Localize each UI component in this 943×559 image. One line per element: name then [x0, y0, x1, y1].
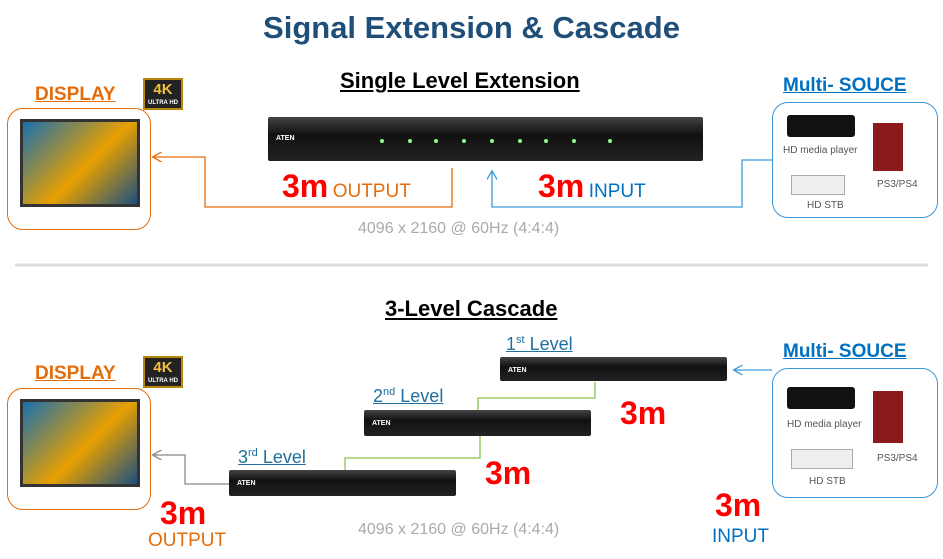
- switch-level-2: ATEN: [364, 410, 591, 436]
- tv-icon: [20, 119, 140, 207]
- media-player-icon: [787, 115, 855, 137]
- tv-icon: [20, 399, 140, 487]
- page-title: Signal Extension & Cascade: [263, 10, 680, 45]
- stb-label: HD STB: [809, 476, 846, 487]
- media-player-label: HD media player: [783, 145, 858, 156]
- level-1-label: 1st Level: [506, 334, 573, 354]
- single-display-box: [7, 108, 151, 230]
- cascade-output-cable: [154, 455, 230, 485]
- cascade-input-label: INPUT: [712, 526, 769, 547]
- single-display-label: DISPLAY: [35, 84, 116, 105]
- switch-level-3: ATEN: [229, 470, 456, 496]
- single-switch: ATEN: [268, 117, 703, 161]
- stb-label: HD STB: [807, 200, 844, 211]
- switch-level-1: ATEN: [500, 357, 727, 381]
- media-player-icon: [787, 387, 855, 409]
- level-3-label: 3rd Level: [238, 447, 306, 467]
- cascade-display-box: [7, 388, 151, 510]
- single-spec: 4096 x 2160 @ 60Hz (4:4:4): [358, 220, 560, 237]
- cascade-link-3-2: [344, 436, 481, 470]
- ps-label: PS3/PS4: [877, 453, 918, 464]
- cascade-display-label: DISPLAY: [35, 363, 116, 384]
- stb-icon: [791, 449, 853, 469]
- single-output-label: OUTPUT: [332, 181, 411, 202]
- level-2-label: 2nd Level: [373, 386, 444, 406]
- media-player-label: HD media player: [787, 419, 862, 430]
- cascade-length-2-3: 3m: [485, 455, 532, 491]
- cascade-output-label: OUTPUT: [148, 530, 227, 551]
- ps-label: PS3/PS4: [877, 179, 918, 190]
- single-input-cable: [492, 159, 772, 208]
- single-heading: Single Level Extension: [340, 68, 580, 93]
- single-input-length: 3m: [538, 168, 585, 204]
- single-output-length: 3m: [282, 168, 329, 204]
- cascade-output-length: 3m: [160, 495, 207, 531]
- cascade-source-box: HD media player HD STB PS3/PS4: [772, 368, 938, 498]
- ps4-icon: [873, 123, 903, 171]
- stb-icon: [791, 175, 845, 195]
- ps4-icon: [873, 391, 903, 443]
- single-source-box: HD media player HD STB PS3/PS4: [772, 102, 938, 218]
- single-source-label: Multi- SOUCE: [783, 75, 907, 96]
- single-output-cable: [154, 157, 453, 208]
- cascade-input-length: 3m: [715, 487, 762, 523]
- cascade-heading: 3-Level Cascade: [385, 296, 558, 321]
- cascade-source-label: Multi- SOUCE: [783, 341, 907, 362]
- cascade-link-2-1: [477, 382, 596, 410]
- cascade-spec: 4096 x 2160 @ 60Hz (4:4:4): [358, 521, 560, 538]
- single-input-label: INPUT: [588, 181, 646, 202]
- cascade-length-1-2: 3m: [620, 395, 667, 431]
